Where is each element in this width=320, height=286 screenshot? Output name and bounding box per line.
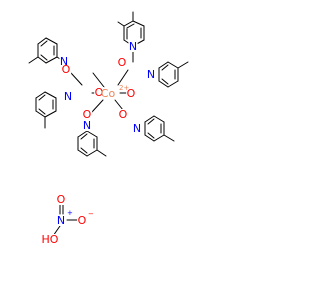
structure-diagram: O O O O O O N N N N N N Co 2+ O N + O − …	[28, 11, 189, 246]
nitrogen-atom-6: N	[133, 122, 141, 135]
label-background	[117, 57, 128, 68]
label-background	[77, 215, 88, 226]
label-background	[59, 56, 69, 67]
label-background	[63, 91, 73, 102]
label-background	[61, 64, 72, 75]
oxygen-atom-4: O	[127, 87, 136, 100]
ring-left-middle	[35, 91, 57, 129]
cobalt-atom: Co	[101, 87, 116, 100]
label-background	[94, 87, 105, 98]
label-background	[132, 123, 142, 134]
label-background	[146, 69, 156, 80]
label-background	[118, 85, 130, 91]
atom-labels: O O O O O O N N N N N N Co 2+ O N + O − …	[42, 40, 156, 246]
ring-right	[158, 61, 189, 88]
label-background	[87, 211, 95, 217]
nitrate-oxygen-top: O	[57, 193, 66, 206]
label-background	[82, 120, 92, 131]
label-background	[56, 215, 66, 226]
label-background	[100, 88, 116, 99]
label-background	[56, 194, 67, 205]
nitrogen-atom-4: N	[64, 90, 72, 103]
cobalt-charge: 2+	[119, 84, 129, 92]
nitrogen-atom-5: N	[83, 119, 91, 132]
oxygen-atom-3: O	[95, 86, 104, 99]
oxygen-atom-5: O	[83, 108, 92, 121]
label-background	[41, 234, 60, 245]
ring-lower-right	[144, 115, 175, 142]
nitrogen-atom-1: N	[129, 40, 137, 53]
ring-upper-left	[28, 37, 67, 64]
label-backgrounds	[41, 41, 156, 245]
nitrate-oxygen-right: O	[78, 214, 87, 227]
label-background	[66, 210, 74, 216]
oxygen-atom-6: O	[119, 108, 128, 121]
bond-lines	[28, 11, 189, 237]
nitrogen-atom-3: N	[147, 68, 155, 81]
label-background	[118, 109, 129, 120]
oxygen-atom-2: O	[62, 63, 71, 76]
ring-top-center	[123, 11, 145, 63]
label-background	[128, 41, 138, 52]
nitrate-hydroxyl: HO	[42, 233, 59, 246]
oxygen-atom-1: O	[118, 56, 127, 69]
label-background	[82, 109, 93, 120]
label-background	[126, 88, 137, 99]
ring-lower-center	[77, 119, 107, 157]
nitrate-nitrogen-charge: +	[67, 209, 73, 217]
nitrate-oxygen-charge: −	[88, 210, 94, 218]
nitrate-nitrogen: N	[57, 214, 65, 227]
nitrogen-atom-2: N	[60, 55, 68, 68]
